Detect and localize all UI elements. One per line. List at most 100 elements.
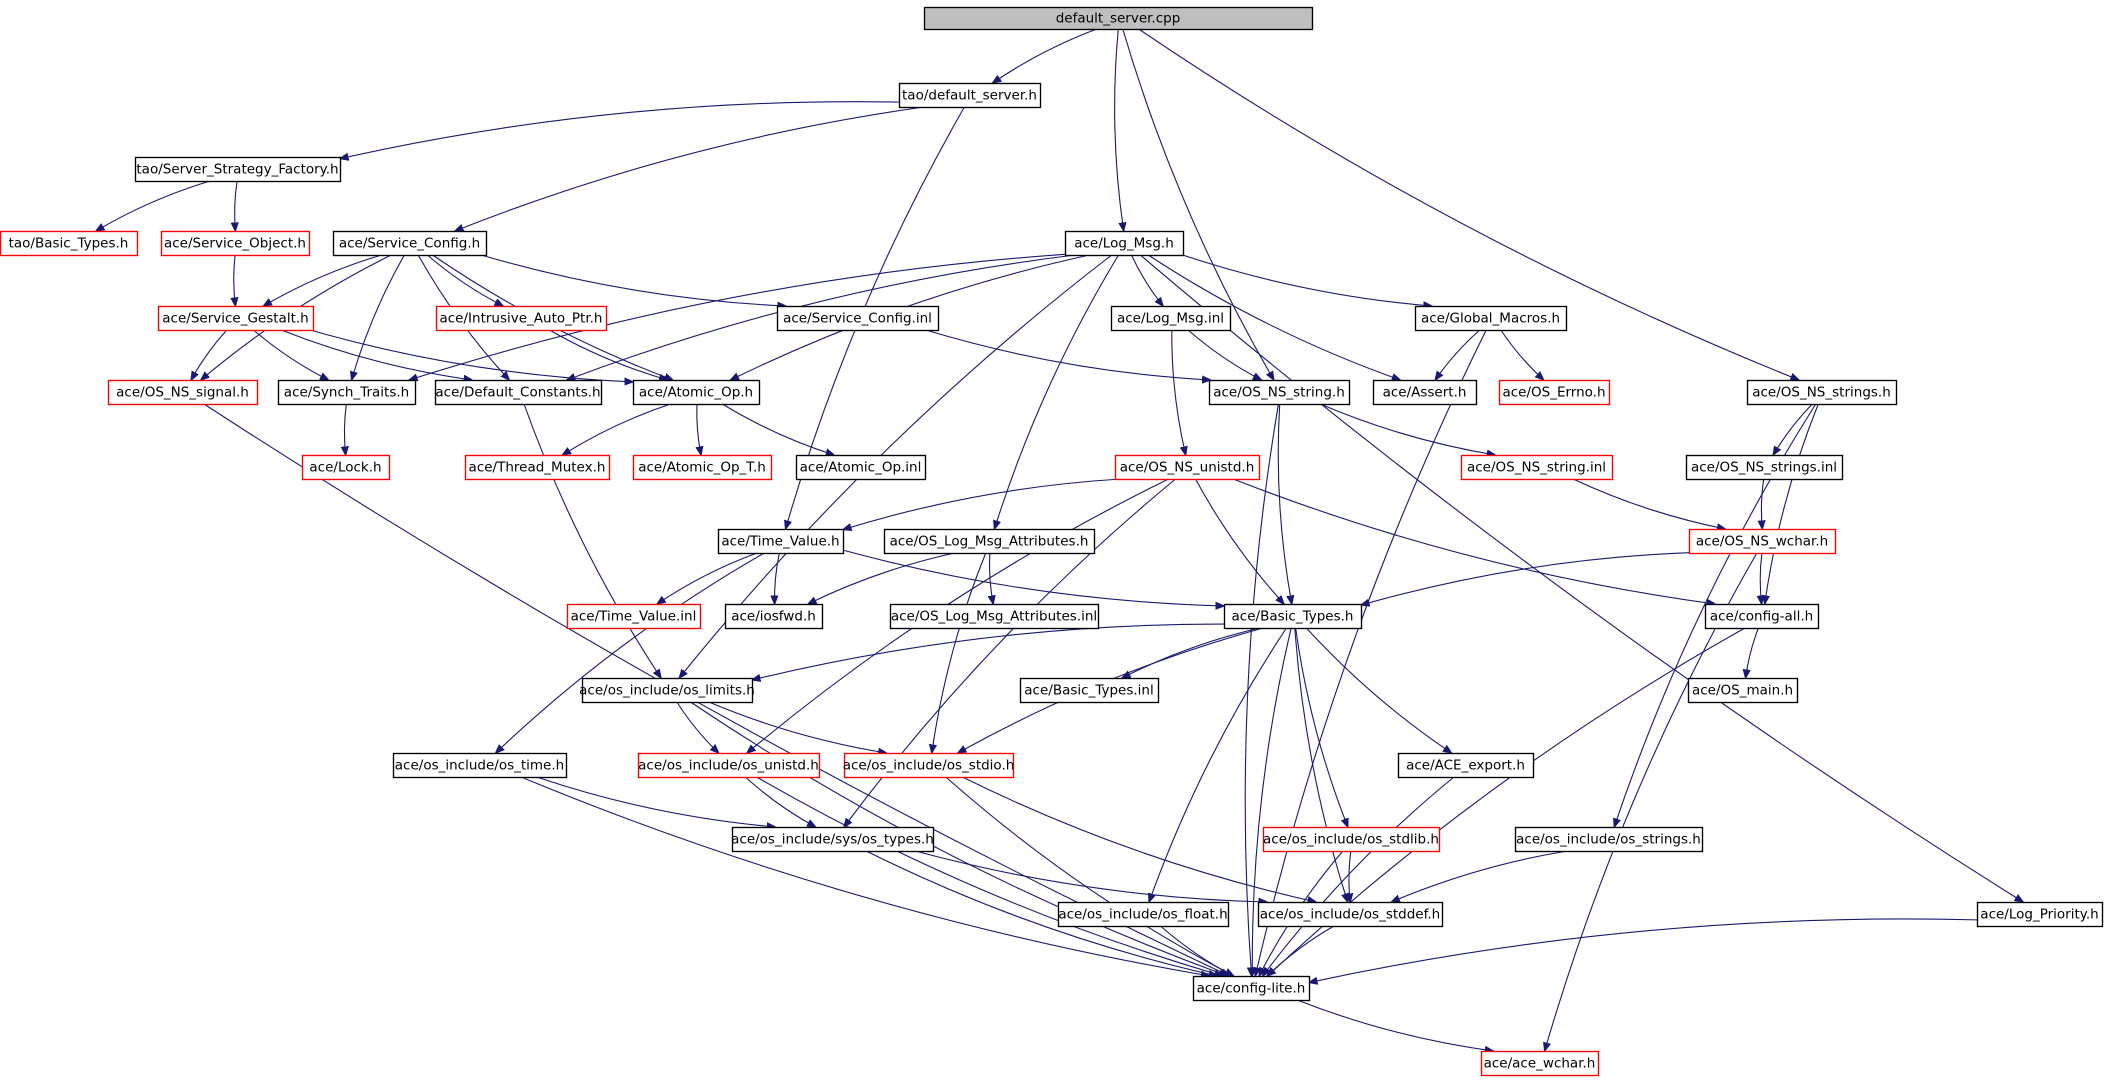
node-agm[interactable]: ace/Global_Macros.h xyxy=(1414,305,1568,332)
node-aonssi[interactable]: ace/OS_NS_string.inl xyxy=(1460,454,1614,481)
node-box-atv[interactable] xyxy=(717,528,845,555)
node-tssf[interactable]: tao/Server_Strategy_Factory.h xyxy=(134,156,342,183)
node-box-tds[interactable] xyxy=(898,82,1042,109)
node-aonsstrs[interactable]: ace/OS_NS_strings.h xyxy=(1746,379,1898,406)
node-box-aonsu[interactable] xyxy=(1114,454,1261,481)
node-abt[interactable]: ace/Basic_Types.h xyxy=(1223,603,1363,630)
node-aaot[interactable]: ace/Atomic_Op_T.h xyxy=(632,454,773,481)
node-tds[interactable]: tao/default_server.h xyxy=(898,82,1042,109)
node-box-atm[interactable] xyxy=(464,454,611,481)
node-box-aoisd[interactable] xyxy=(1257,901,1444,928)
node-adc[interactable]: ace/Default_Constants.h xyxy=(434,379,603,406)
node-aas[interactable]: ace/Assert.h xyxy=(1372,379,1478,406)
node-box-aolmai[interactable] xyxy=(889,603,1100,630)
node-box-aca[interactable] xyxy=(1704,603,1820,630)
node-box-asc[interactable] xyxy=(332,230,488,257)
node-box-aaoi[interactable] xyxy=(795,454,927,481)
node-abti[interactable]: ace/Basic_Types.inl xyxy=(1019,677,1160,704)
node-alm[interactable]: ace/Log_Msg.h xyxy=(1064,230,1185,257)
node-asg[interactable]: ace/Service_Gestalt.h xyxy=(157,305,315,332)
node-asc[interactable]: ace/Service_Config.h xyxy=(332,230,488,257)
node-aoit[interactable]: ace/os_include/os_time.h xyxy=(392,752,568,779)
node-aoistrs[interactable]: ace/os_include/os_strings.h xyxy=(1514,826,1704,853)
node-box-asci[interactable] xyxy=(776,305,940,332)
node-box-ast[interactable] xyxy=(277,379,417,406)
node-aoist[interactable]: ace/os_include/sys/os_types.h xyxy=(731,826,935,853)
node-aiap[interactable]: ace/Intrusive_Auto_Ptr.h xyxy=(435,305,608,332)
node-aoil[interactable]: ace/os_include/os_limits.h xyxy=(579,677,755,704)
node-acl[interactable]: ace/config-lite.h xyxy=(1192,975,1311,1002)
node-root[interactable]: default_server.cpp xyxy=(923,6,1314,31)
node-aoe[interactable]: ace/OS_Errno.h xyxy=(1498,379,1611,406)
node-box-aoiu[interactable] xyxy=(637,752,821,779)
node-box-aolma[interactable] xyxy=(883,528,1096,555)
node-box-asg[interactable] xyxy=(157,305,315,332)
node-box-aao[interactable] xyxy=(632,379,761,406)
node-box-aoisl[interactable] xyxy=(1262,826,1441,853)
node-box-alp[interactable] xyxy=(1976,901,2104,928)
node-aonss[interactable]: ace/OS_NS_string.h xyxy=(1208,379,1351,406)
node-box-aae[interactable] xyxy=(1397,752,1535,779)
node-aolmai[interactable]: ace/OS_Log_Msg_Attributes.inl xyxy=(889,603,1100,630)
node-box-abt[interactable] xyxy=(1223,603,1363,630)
node-aoiu[interactable]: ace/os_include/os_unistd.h xyxy=(637,752,821,779)
node-box-aonsstrs[interactable] xyxy=(1746,379,1898,406)
node-box-alock[interactable] xyxy=(301,454,391,481)
node-box-aonsw[interactable] xyxy=(1688,528,1837,555)
node-aoif[interactable]: ace/os_include/os_float.h xyxy=(1057,901,1230,928)
node-box-aom[interactable] xyxy=(1687,677,1799,704)
node-box-aaot[interactable] xyxy=(632,454,773,481)
node-aae[interactable]: ace/ACE_export.h xyxy=(1397,752,1535,779)
node-aca[interactable]: ace/config-all.h xyxy=(1704,603,1820,630)
node-box-almi[interactable] xyxy=(1110,305,1232,332)
node-box-aoistrs[interactable] xyxy=(1514,826,1704,853)
node-box-aiosfwd[interactable] xyxy=(724,603,824,630)
node-box-aoil[interactable] xyxy=(581,677,754,704)
node-box-atvi[interactable] xyxy=(566,603,702,630)
node-aonsstrsi[interactable]: ace/OS_NS_strings.inl xyxy=(1685,454,1844,481)
node-aois[interactable]: ace/os_include/os_stdio.h xyxy=(843,752,1015,779)
node-aom[interactable]: ace/OS_main.h xyxy=(1687,677,1799,704)
node-box-aonsstrsi[interactable] xyxy=(1685,454,1844,481)
node-box-aso[interactable] xyxy=(160,230,311,257)
node-box-aiap[interactable] xyxy=(435,305,608,332)
node-box-aoist[interactable] xyxy=(731,826,935,853)
node-ast[interactable]: ace/Synch_Traits.h xyxy=(277,379,417,406)
node-box-aonssi[interactable] xyxy=(1460,454,1614,481)
node-aiosfwd[interactable]: ace/iosfwd.h xyxy=(724,603,824,630)
node-asci[interactable]: ace/Service_Config.inl xyxy=(776,305,940,332)
node-box-adc[interactable] xyxy=(434,379,603,406)
node-atm[interactable]: ace/Thread_Mutex.h xyxy=(464,454,611,481)
node-aaw[interactable]: ace/ace_wchar.h xyxy=(1480,1050,1600,1077)
node-aonsw[interactable]: ace/OS_NS_wchar.h xyxy=(1688,528,1837,555)
node-tbt[interactable]: tao/Basic_Types.h xyxy=(0,230,139,257)
node-box-aonss[interactable] xyxy=(1208,379,1351,406)
node-box-aonsig[interactable] xyxy=(107,379,259,406)
node-aaoi[interactable]: ace/Atomic_Op.inl xyxy=(795,454,927,481)
node-aoisl[interactable]: ace/os_include/os_stdlib.h xyxy=(1262,826,1441,853)
node-almi[interactable]: ace/Log_Msg.inl xyxy=(1110,305,1232,332)
node-box-acl[interactable] xyxy=(1192,975,1311,1002)
node-aao[interactable]: ace/Atomic_Op.h xyxy=(632,379,761,406)
node-box-root[interactable] xyxy=(923,6,1314,31)
node-box-aaw[interactable] xyxy=(1480,1050,1600,1077)
node-box-aoe[interactable] xyxy=(1498,379,1611,406)
node-box-aas[interactable] xyxy=(1372,379,1478,406)
node-atvi[interactable]: ace/Time_Value.inl xyxy=(566,603,702,630)
node-box-abti[interactable] xyxy=(1019,677,1160,704)
node-box-aoit[interactable] xyxy=(392,752,568,779)
node-aonsu[interactable]: ace/OS_NS_unistd.h xyxy=(1114,454,1261,481)
node-aoisd[interactable]: ace/os_include/os_stddef.h xyxy=(1257,901,1444,928)
node-box-aoif[interactable] xyxy=(1057,901,1230,928)
node-box-tbt[interactable] xyxy=(0,230,139,257)
node-aonsig[interactable]: ace/OS_NS_signal.h xyxy=(107,379,259,406)
node-box-tssf[interactable] xyxy=(134,156,342,183)
node-aso[interactable]: ace/Service_Object.h xyxy=(160,230,311,257)
node-alock[interactable]: ace/Lock.h xyxy=(301,454,391,481)
node-box-agm[interactable] xyxy=(1414,305,1568,332)
node-box-alm[interactable] xyxy=(1064,230,1185,257)
node-alp[interactable]: ace/Log_Priority.h xyxy=(1976,901,2104,928)
node-aolma[interactable]: ace/OS_Log_Msg_Attributes.h xyxy=(883,528,1096,555)
node-box-aois[interactable] xyxy=(843,752,1015,779)
node-atv[interactable]: ace/Time_Value.h xyxy=(717,528,845,555)
